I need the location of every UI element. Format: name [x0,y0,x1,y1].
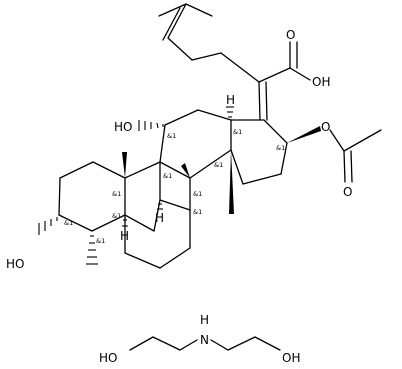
exocyclic-double-bond [258,81,268,121]
stereo-c10: &1 [112,190,121,198]
hydrogen-c13 [226,106,234,118]
amine-hydrogen: H [200,313,209,327]
c5-hydrogen: H [120,229,129,243]
side-chain [158,3,260,83]
methyl-c8 [181,163,190,178]
ring-b [124,161,191,232]
stereo-c3: &1 [64,219,73,227]
stereo-c16: &1 [276,144,285,152]
stereo-c9: &1 [163,172,172,180]
c3-hydroxyl: HO [6,257,24,271]
hydroxyl-c11 [138,120,164,131]
c13-hydrogen: H [226,93,235,107]
stereo-descriptors: &1 &1 &1 &1 &1 &1 &1 &1 &1 &1 &1 [64,128,285,245]
ester-carbonyl-oxygen: O [343,185,352,199]
diethanolamine-hydroxyl-right: OH [282,351,300,365]
stereo-c20: &1 [193,208,202,216]
hydroxyl-c3 [38,217,58,235]
ring-a [58,161,191,269]
c9-hydrogen: H [155,211,164,225]
carbonyl-oxygen-acid: O [286,28,295,42]
stereo-c4: &1 [96,237,105,245]
ring-c [159,109,232,179]
atom-labels: O OH HO O O H H H HO HO H N OH [6,28,352,365]
methyl-c4 [86,235,98,265]
hydrogen-c5 [122,219,128,227]
diethanolamine-hydroxyl-left: HO [99,351,117,365]
methyl-c10 [122,152,127,178]
amine-nitrogen: N [200,333,209,347]
diethanolamine [129,336,281,351]
stereo-c8: &1 [193,190,202,198]
stereo-c13: &1 [233,128,242,136]
methyl-c14 [229,150,234,214]
ester-oxygen: O [321,120,330,134]
hydrogen-c9 [157,203,163,210]
stereo-c14: &1 [214,161,223,169]
acetate-group [287,126,382,183]
c11-hydroxyl: HO [114,120,132,134]
acid-hydroxyl: OH [312,75,330,89]
carboxylic-acid [258,41,311,83]
stereo-c11: &1 [167,132,176,140]
ring-d [230,119,288,185]
stereo-c5: &1 [112,212,121,220]
